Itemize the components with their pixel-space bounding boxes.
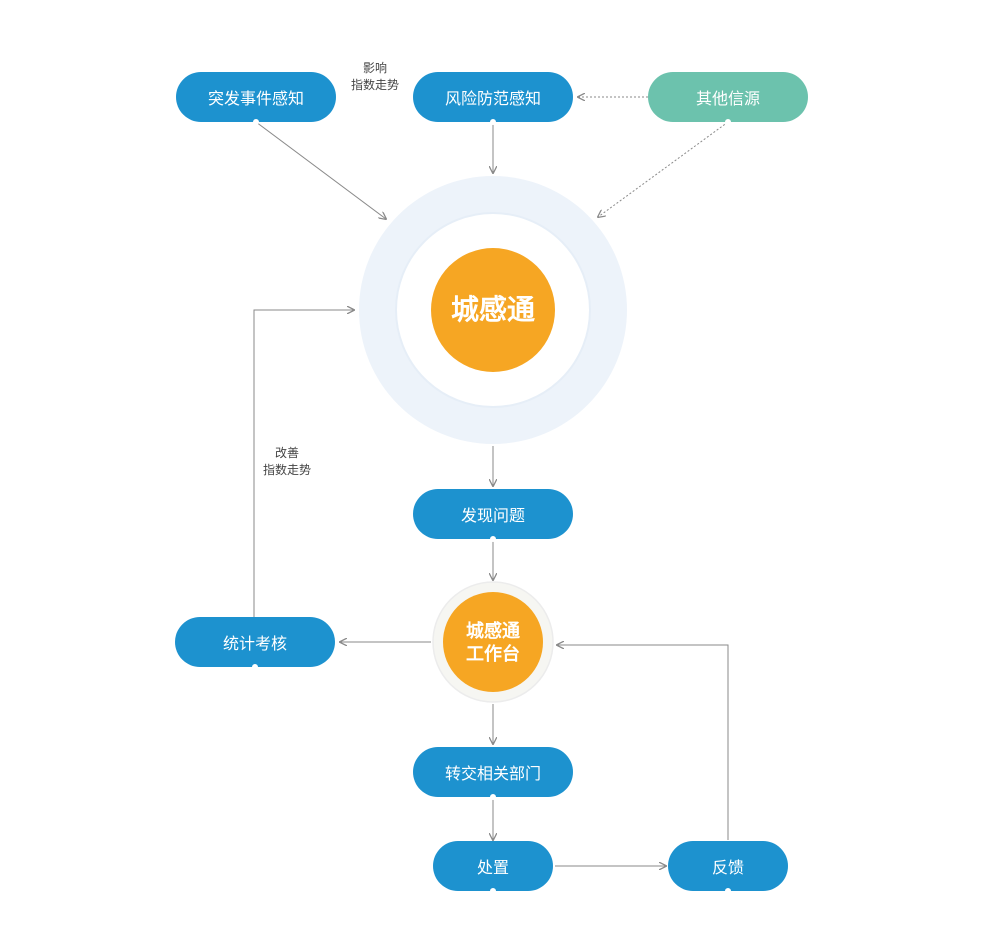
node-statistics-assessment-port [252, 664, 258, 670]
arrow-feedback-to-workbench [557, 645, 729, 840]
node-feedback-port [725, 888, 731, 894]
node-feedback[interactable]: 反馈 [668, 841, 788, 894]
node-other-sources-port [725, 119, 731, 125]
node-sudden-event[interactable]: 突发事件感知 [176, 72, 336, 125]
workbench-hub-line2: 工作台 [466, 644, 520, 665]
node-discover-problem-label: 发现问题 [460, 506, 525, 525]
node-statistics-assessment[interactable]: 统计考核 [175, 617, 335, 670]
node-handle-port [490, 888, 496, 894]
node-discover-problem-port [490, 536, 496, 542]
arrow-stats-to-hub [253, 310, 354, 617]
node-risk-prevention-label: 风险防范感知 [444, 89, 541, 108]
node-transfer-department-label: 转交相关部门 [444, 764, 541, 783]
main-hub-label: 城感通 [450, 293, 535, 326]
node-sudden-event-port [253, 119, 259, 125]
main-hub-core [431, 248, 555, 372]
note-improve-line1: 改善 [274, 446, 299, 460]
node-other-sources[interactable]: 其他信源 [648, 72, 808, 125]
node-statistics-assessment-label: 统计考核 [222, 634, 287, 653]
node-risk-prevention[interactable]: 风险防范感知 [413, 72, 573, 125]
node-handle-label: 处置 [476, 858, 509, 877]
note-influence-line1: 影响 [362, 61, 387, 75]
workbench-hub-label: 城感通 工作台 [453, 620, 533, 666]
workbench-hub-core [443, 592, 543, 692]
arrow-other-to-hub [598, 121, 729, 217]
node-feedback-label: 反馈 [711, 858, 744, 877]
node-handle[interactable]: 处置 [433, 841, 553, 894]
node-risk-prevention-port [490, 119, 496, 125]
node-discover-problem[interactable]: 发现问题 [413, 489, 573, 542]
node-sudden-event-label: 突发事件感知 [207, 89, 304, 108]
node-other-sources-label: 其他信源 [695, 89, 760, 108]
arrow-sudden-to-hub [255, 121, 386, 219]
node-transfer-department[interactable]: 转交相关部门 [413, 747, 573, 800]
note-improve-line2: 指数走势 [262, 463, 311, 477]
note-influence-line2: 指数走势 [350, 78, 399, 92]
workbench-hub-line1: 城感通 [466, 621, 520, 642]
node-transfer-department-port [490, 794, 496, 800]
note-influence-trend: 影响 指数走势 [336, 60, 414, 94]
note-improve-trend: 改善 指数走势 [248, 445, 326, 479]
